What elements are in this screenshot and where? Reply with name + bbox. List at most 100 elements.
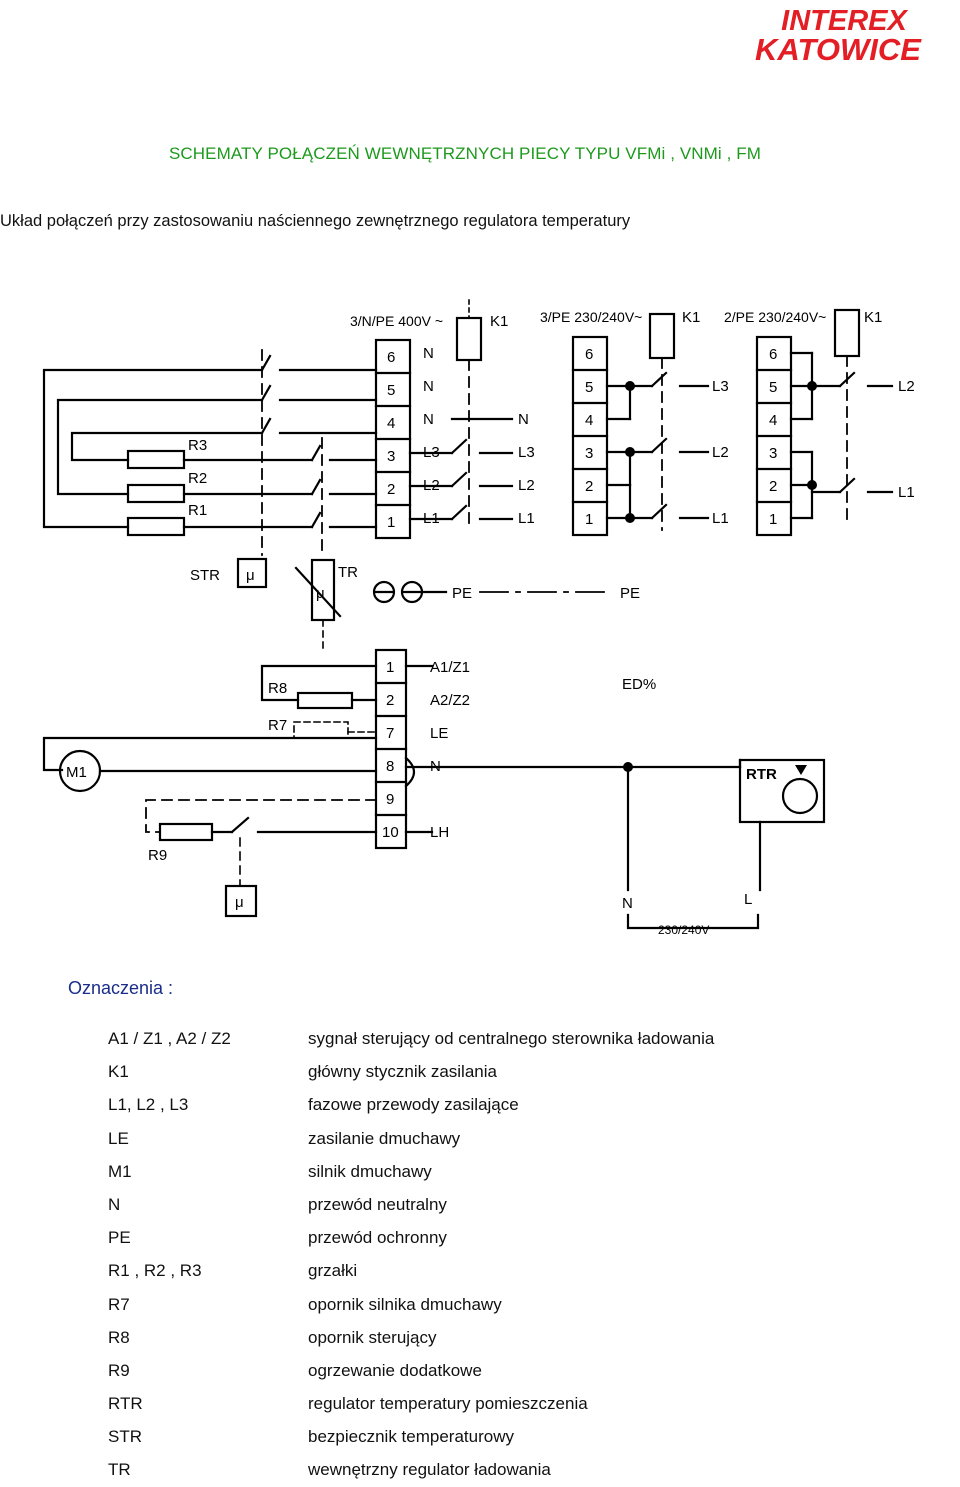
legend-code: R9 xyxy=(108,1360,130,1380)
legend-code: TR xyxy=(108,1460,131,1480)
legend-list: A1 / Z1 , A2 / Z2 sygnał sterujący od cen… xyxy=(108,1022,888,1487)
legend-desc: sygnał sterujący od centralnego sterowni… xyxy=(308,1029,715,1048)
block3-terminal-1: 1 xyxy=(769,511,777,528)
line-label-n: N xyxy=(518,411,529,428)
voltage-label: 230/240V xyxy=(658,923,709,937)
ctrl-label-a1z1: A1/Z1 xyxy=(430,659,470,676)
supply-230-2-label: 2/PE 230/240V~ xyxy=(724,309,826,325)
ctrl-label-a2z2: A2/Z2 xyxy=(430,692,470,709)
wire-loop-3 xyxy=(70,431,264,462)
rtr-box xyxy=(738,758,826,824)
legend-desc: regulator temperatury pomieszczenia xyxy=(308,1394,588,1414)
ed-label: ED% xyxy=(622,676,656,693)
legend-desc: grzałki xyxy=(308,1261,358,1281)
logo-line1: INTEREX xyxy=(781,5,908,37)
block2-terminal-2: 2 xyxy=(585,478,593,495)
ctrl-label-le: LE xyxy=(430,725,448,742)
r9-thermostat-box xyxy=(224,884,258,918)
bridge-8-9 xyxy=(404,756,416,788)
main-terminal-2: 2 xyxy=(387,481,395,498)
ctrl-terminal-1: 1 xyxy=(386,659,394,676)
r7-label: R7 xyxy=(268,717,287,734)
legend-desc: bezpiecznik temperaturowy xyxy=(308,1427,514,1447)
resistor-r8 xyxy=(296,691,354,710)
block2-terminal-4: 4 xyxy=(585,412,593,429)
logo-line2: KATOWICE xyxy=(755,32,922,67)
pe-label-1: PE xyxy=(452,585,472,602)
rtr-label: RTR xyxy=(746,766,777,783)
block3-terminal-2: 2 xyxy=(769,478,777,495)
legend-row: R9 ogrzewanie dodatkowe xyxy=(108,1354,888,1387)
legend-code: R1 , R2 , R3 xyxy=(108,1261,202,1281)
str-mu: μ xyxy=(246,567,255,584)
wiring-diagram-svg: 3/N/PE 400V ~ K1 3/PE 230/240V~ K1 2/PE … xyxy=(42,299,915,937)
r9-mu: μ xyxy=(235,894,244,911)
r9-wire xyxy=(145,799,377,833)
tr-label: TR xyxy=(338,564,358,581)
supply-400-label: 3/N/PE 400V ~ xyxy=(350,313,443,329)
str-label: STR xyxy=(190,567,220,584)
legend-code: STR xyxy=(108,1427,142,1447)
page-subtitle: Układ połączeń przy zastosowaniu naścien… xyxy=(0,212,631,230)
heater-label-r1: R1 xyxy=(188,502,207,519)
ctrl-terminal-10: 10 xyxy=(382,824,399,841)
company-logo: INTEREX KATOWICE xyxy=(716,2,960,68)
main-label-l3: L3 xyxy=(423,444,440,461)
heater-r2 xyxy=(126,483,186,504)
legend-row: M1 silnik dmuchawy xyxy=(108,1155,888,1188)
k1-coil-main xyxy=(455,316,483,362)
main-label-n2: N xyxy=(423,378,434,395)
ground-symbol-1 xyxy=(372,580,396,604)
ctrl-label-n: N xyxy=(430,758,441,775)
heater-r1 xyxy=(126,516,186,537)
ctrl-terminal-7: 7 xyxy=(386,725,394,742)
wiring-diagram: 3/N/PE 400V ~ K1 3/PE 230/240V~ K1 2/PE … xyxy=(0,280,960,960)
legend-code: A1 / Z1 , A2 / Z2 xyxy=(108,1029,231,1048)
main-label-l1: L1 xyxy=(423,510,440,527)
block3-terminal-4: 4 xyxy=(769,412,777,429)
resistor-r9 xyxy=(158,822,214,842)
tr-mu: μ xyxy=(316,585,325,602)
legend-desc: opornik sterujący xyxy=(308,1327,437,1347)
m1-label: M1 xyxy=(66,764,87,781)
block2-terminal-3: 3 xyxy=(585,445,593,462)
wire-loop-1 xyxy=(42,368,264,529)
block2-label-l3: L3 xyxy=(712,378,729,395)
block2-terminal-1: 1 xyxy=(585,511,593,528)
ctrl-terminal-2: 2 xyxy=(386,692,394,709)
legend-row: TR wewnętrzny regulator ładowania xyxy=(108,1453,888,1486)
legend-code: PE xyxy=(108,1228,131,1248)
page-title: SCHEMATY POŁĄCZEŃ WEWNĘTRZNYCH PIECY TYP… xyxy=(168,144,762,163)
legend-code: N xyxy=(108,1194,121,1214)
legend-code: M1 xyxy=(108,1161,132,1181)
heater-label-r2: R2 xyxy=(188,470,207,487)
k1-coil-block3 xyxy=(833,308,861,358)
legend-desc: silnik dmuchawy xyxy=(308,1161,432,1181)
ctrl-terminal-9: 9 xyxy=(386,791,394,808)
line-label-l2: L2 xyxy=(518,477,535,494)
r8-label: R8 xyxy=(268,680,287,697)
wire-loop-2 xyxy=(56,398,264,496)
legend-desc: wewnętrzny regulator ładowania xyxy=(308,1460,551,1480)
heater-label-r3: R3 xyxy=(188,437,207,454)
legend-desc: zasilanie dmuchawy xyxy=(308,1128,461,1148)
legend-desc: ogrzewanie dodatkowe xyxy=(308,1360,482,1380)
block3-label-l2: L2 xyxy=(898,378,915,395)
legend-desc: przewód neutralny xyxy=(308,1194,447,1214)
legend-desc: fazowe przewody zasilające xyxy=(308,1095,519,1115)
ctrl-label-lh: LH xyxy=(430,824,449,841)
ctrl-terminal-8: 8 xyxy=(386,758,394,775)
block2-label-l1: L1 xyxy=(712,510,729,527)
block2-label-l2: L2 xyxy=(712,444,729,461)
k1-label-block2: K1 xyxy=(682,309,700,326)
main-terminal-4: 4 xyxy=(387,415,395,432)
legend-code: R8 xyxy=(108,1327,130,1347)
block2-terminal-6: 6 xyxy=(585,346,593,363)
voltage-bracket xyxy=(626,913,760,930)
pe-label-2: PE xyxy=(620,585,640,602)
